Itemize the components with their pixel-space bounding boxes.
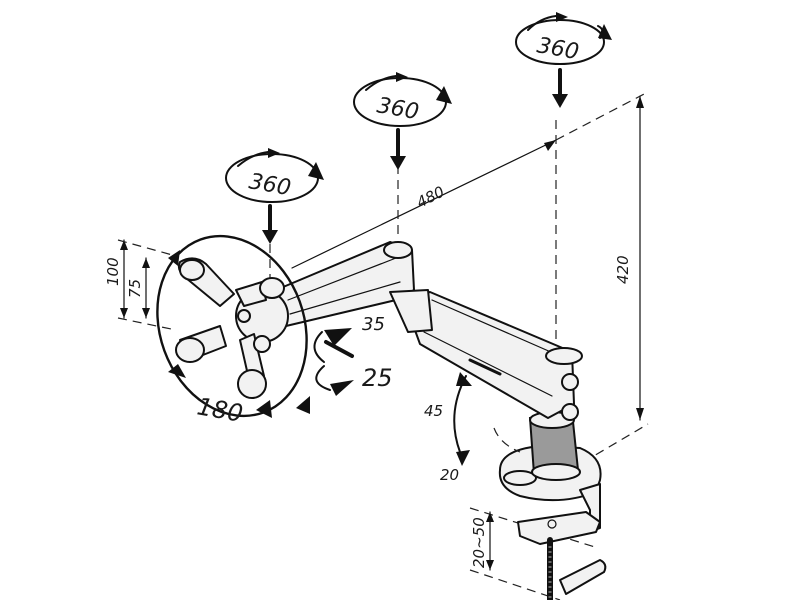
vesa-outer-label: 100 [104,257,122,286]
desk-thickness-dimension: 20~50 [470,511,494,571]
arm-column [528,410,581,481]
head-rotation-label: 180 [195,392,245,428]
vesa-head [156,234,308,418]
vesa-dimensions: 100 75 [104,239,177,331]
arm-reach-label: 480 [414,183,448,212]
tilt-arrows: 35 25 [313,314,393,396]
lower-arm [403,291,583,421]
vesa-inner-label: 75 [126,279,144,298]
arm-down-label: 20 [440,466,459,484]
tilt-up-label: 35 [362,314,385,335]
rotation-bubble-top-right: 360 [515,12,612,108]
tilt-down-label: 25 [362,364,393,392]
rotation-bubble-top-middle: 360 [353,72,452,170]
arm-up-label: 45 [424,402,443,420]
column-height-label: 420 [614,255,632,284]
rotation-bubble-head: 360 [225,148,324,244]
desk-thickness-label: 20~50 [470,517,488,568]
column-height-dimension: 420 [555,91,649,471]
arm-reach-dimension: 480 [291,139,557,269]
upper-arm [275,241,433,333]
arm-lift-arrows: 45 20 [424,372,521,484]
